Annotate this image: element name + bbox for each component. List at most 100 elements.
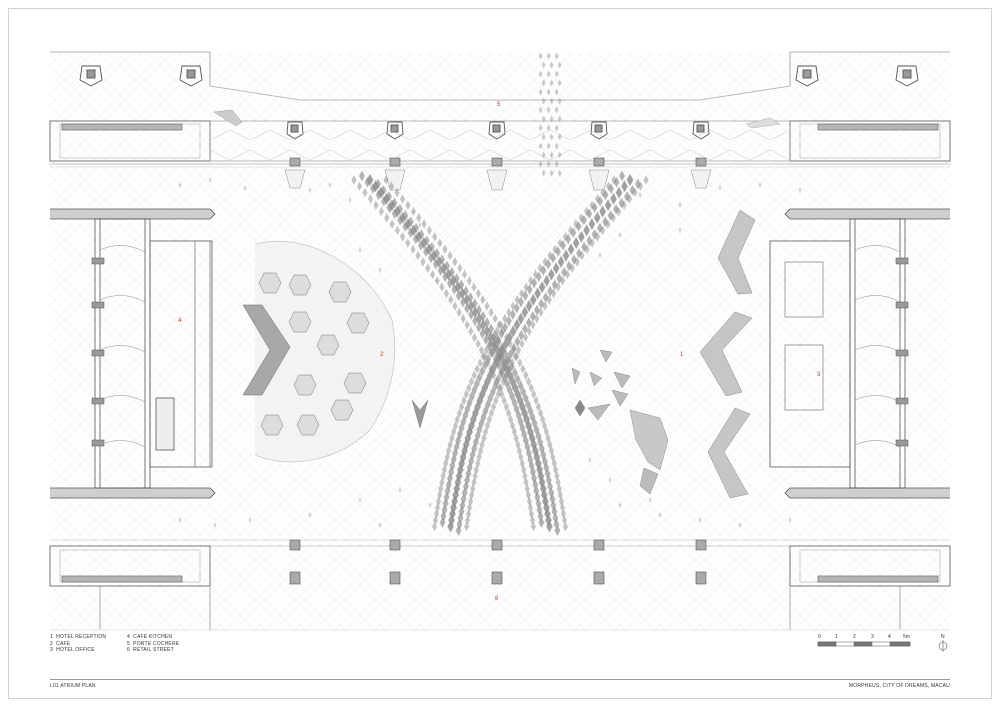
lattice-diamond: [528, 383, 534, 393]
lattice-diamond: [555, 282, 561, 292]
lattice-diamond: [583, 224, 590, 237]
lattice-diamond: [483, 334, 489, 346]
lattice-diamond: [415, 250, 421, 261]
lattice-diamond: [434, 276, 440, 286]
lattice-diamond: [554, 88, 559, 96]
lattice-diamond: [538, 142, 543, 150]
lattice-diamond: [554, 106, 559, 114]
lattice-diamond: [527, 454, 534, 465]
lattice-diamond: [471, 282, 477, 292]
lattice-diamond: [548, 268, 555, 281]
cafe-table: [293, 374, 317, 396]
lattice-diamond: [513, 318, 521, 331]
lattice-diamond: [375, 178, 381, 190]
lattice-diamond: [499, 389, 505, 399]
lattice-diamond: [248, 517, 252, 523]
lattice-diamond: [515, 410, 522, 421]
lattice-diamond: [546, 88, 551, 96]
lattice-diamond: [453, 482, 461, 495]
lattice-diamond: [475, 312, 483, 325]
lattice-diamond: [308, 512, 312, 518]
lattice-diamond: [418, 239, 424, 251]
lattice-diamond: [517, 380, 524, 391]
lattice-diamond: [483, 325, 491, 338]
lattice-diamond: [549, 151, 554, 159]
lattice-diamond: [478, 446, 484, 456]
lattice-diamond: [488, 408, 495, 418]
lattice-diamond: [643, 175, 649, 185]
lattice-diamond: [456, 408, 463, 418]
lattice-diamond: [468, 309, 475, 320]
lattice-diamond: [519, 339, 525, 349]
lattice-diamond: [615, 186, 623, 199]
lattice-diamond: [600, 225, 606, 236]
lattice-diamond: [510, 421, 516, 431]
lattice-diamond: [462, 269, 468, 280]
lattice-diamond: [507, 339, 513, 349]
lattice-diamond: [502, 313, 508, 324]
lattice-diamond: [509, 391, 516, 402]
lattice-diamond: [594, 232, 600, 242]
legend-column-2: 4 CAFE KITCHEN 5 PORTE COCHERE 6 RETAIL …: [127, 634, 179, 654]
lattice-diamond: [560, 509, 567, 519]
lattice-diamond: [553, 465, 559, 475]
lattice-diamond: [530, 320, 536, 330]
lattice-diamond: [439, 517, 446, 528]
lattice-diamond: [618, 502, 622, 508]
lattice-diamond: [586, 208, 593, 220]
lattice-diamond: [498, 328, 505, 339]
lattice-diamond: [538, 160, 543, 168]
lattice-diamond: [446, 277, 453, 289]
lattice-diamond: [514, 388, 522, 401]
lattice-diamond: [568, 225, 574, 236]
lattice-diamond: [459, 499, 466, 511]
label-office: 3: [817, 372, 821, 378]
lattice-diamond: [543, 501, 550, 514]
scale-tick-label: 4: [888, 634, 891, 640]
lattice-diamond: [575, 221, 582, 232]
scale-tick-label: 0: [818, 634, 821, 640]
bottom-right-wall: [789, 545, 951, 630]
lattice-diamond: [538, 307, 544, 317]
lattice-diamond: [506, 369, 514, 382]
lattice-diamond: [463, 521, 470, 532]
lattice-diamond: [480, 310, 487, 322]
lattice-diamond: [519, 422, 526, 434]
lattice-diamond: [437, 238, 443, 248]
lattice-diamond: [538, 88, 543, 96]
lattice-diamond: [541, 97, 546, 105]
cafe-table: [330, 399, 354, 421]
lattice-diamond: [531, 277, 538, 289]
lattice-diamond: [523, 282, 529, 292]
lattice-diamond: [567, 243, 575, 256]
lattice-diamond: [574, 257, 580, 267]
lattice-diamond: [578, 230, 585, 243]
lattice-diamond: [455, 290, 462, 302]
lattice-diamond: [400, 232, 406, 242]
lattice-diamond: [535, 430, 542, 442]
lattice-diamond: [518, 329, 525, 341]
lattice-diamond: [469, 449, 476, 461]
lattice-diamond: [547, 481, 554, 492]
lattice-diamond: [758, 182, 762, 188]
lattice-diamond: [486, 414, 492, 425]
lattice-diamond: [418, 222, 422, 228]
lattice-diamond: [378, 522, 382, 528]
lattice-diamond: [487, 331, 494, 344]
lattice-diamond: [383, 175, 389, 185]
lattice-diamond: [498, 365, 505, 377]
lattice-diamond: [510, 301, 516, 311]
lattice-diamond: [506, 331, 513, 344]
cafe-table: [316, 334, 340, 356]
lattice-diamond: [525, 317, 532, 328]
lattice-diamond: [391, 208, 398, 220]
lattice-diamond: [460, 313, 466, 324]
lattice-diamond: [488, 307, 494, 317]
lattice-diamond: [484, 421, 490, 431]
lattice-diamond: [541, 115, 546, 123]
lattice-diamond: [482, 405, 489, 417]
lattice-diamond: [447, 250, 453, 261]
lattice-diamond: [484, 301, 490, 311]
label-kitchen: 4: [178, 318, 182, 324]
lattice-diamond: [378, 206, 384, 217]
